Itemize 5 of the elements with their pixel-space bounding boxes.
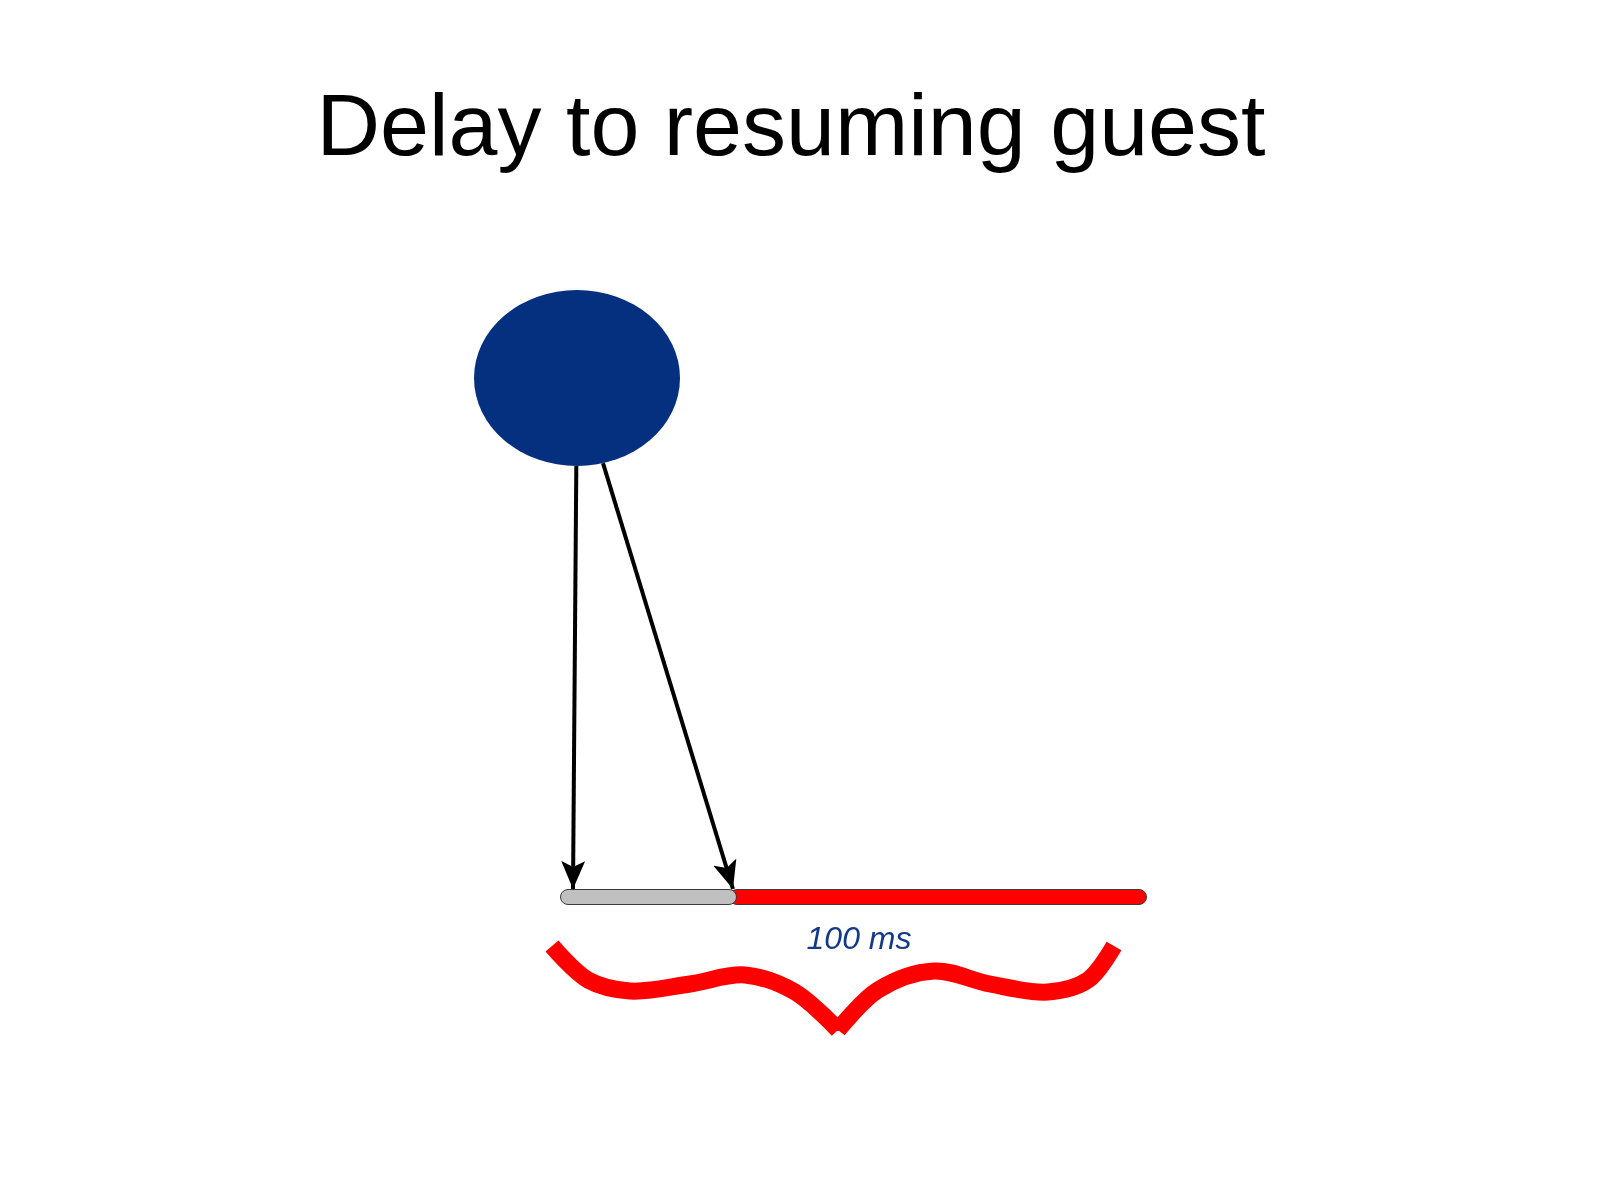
title: Delay to resuming guest: [316, 74, 1266, 176]
ellipse: [474, 290, 680, 466]
duration-label: 100 ms: [806, 920, 912, 957]
bar-segment: [560, 889, 737, 905]
arrow: [601, 462, 737, 890]
